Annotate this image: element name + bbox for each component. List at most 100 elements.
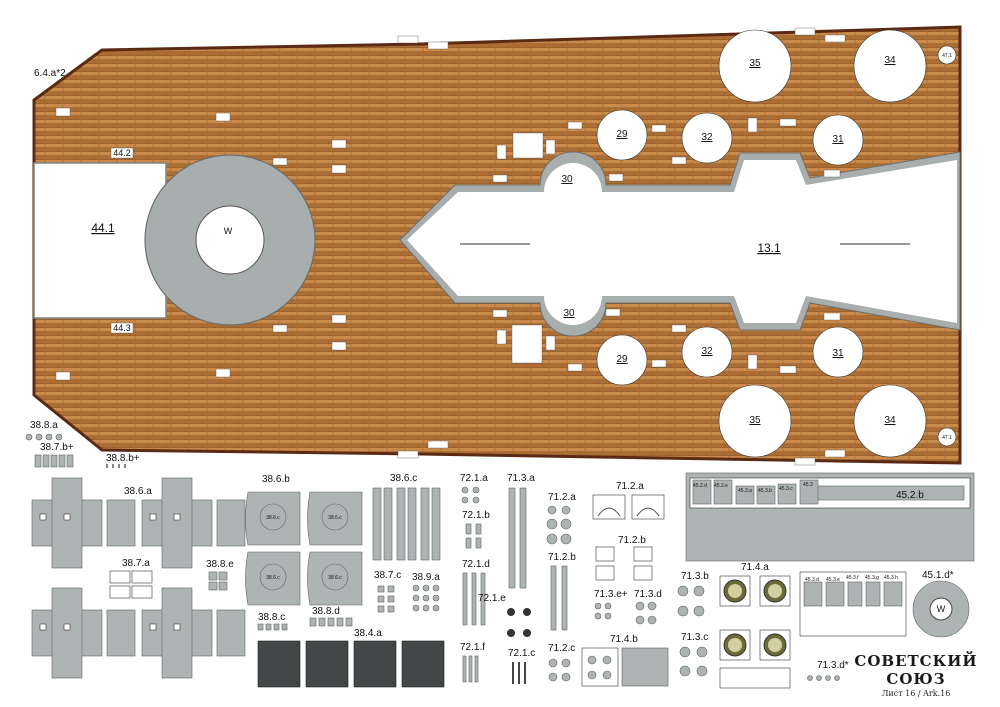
cap-label-c: 38.6.c: [266, 575, 280, 581]
svg-text:34: 34: [884, 55, 896, 66]
label-38-7-a: 38.7.a: [122, 558, 150, 569]
svg-text:35: 35: [749, 58, 761, 69]
part-72-1-a: [461, 486, 480, 504]
part-72-1-d: [462, 572, 486, 626]
disc-w-label: W: [937, 604, 946, 614]
part-71-2-b-bracket: [595, 546, 653, 581]
part-38-7-a: [109, 570, 153, 599]
label-45-3-f: 45.3.f: [846, 575, 859, 581]
label-71-3-b: 71.3.b: [681, 571, 709, 582]
part-38-6-b: [245, 491, 363, 606]
label-38-7-c: 38.7.c: [374, 570, 401, 581]
part-72-1-c: [512, 662, 526, 684]
part-71-3-a: [508, 487, 527, 589]
part-71-2-b: [550, 565, 568, 631]
svg-text:31: 31: [832, 134, 844, 145]
svg-text:35: 35: [749, 415, 761, 426]
part-71-3-e: [594, 602, 612, 620]
sheet-title: СОВЕТСКИЙ СОЮЗ: [854, 652, 978, 688]
svg-text:31: 31: [832, 348, 844, 359]
label-38-6-a: 38.6.a: [124, 486, 152, 497]
svg-text:32: 32: [701, 132, 713, 143]
label-38-6-c: 38.6.c: [390, 473, 417, 484]
part-45-1-d: [912, 580, 970, 638]
label-38-8-b: 38.8.b+: [106, 453, 140, 464]
part-38-9-a: [412, 584, 440, 612]
label-38-6-b: 38.6.b: [262, 474, 290, 485]
part-72-1-b: [465, 523, 482, 549]
label-71-2-b: 71.2.b: [548, 552, 576, 563]
part-71-3-d-star: [807, 675, 840, 681]
label-38-8-a: 38.8.a: [30, 420, 58, 431]
label-72-1-a: 72.1.a: [460, 473, 488, 484]
label-71-3-d-star: 71.3.d*: [817, 660, 849, 671]
label-71-2-b-bracket: 71.2.b: [618, 535, 646, 546]
forward-well-label: 44.1: [91, 221, 115, 235]
label-71-4-b: 71.4.b: [610, 634, 638, 645]
turret-label: W: [224, 226, 233, 236]
label-72-1-e: 72.1.e: [478, 593, 506, 604]
gun-mount-30-top-label: 30: [561, 174, 573, 185]
label-45-3-h: 45.3.h: [884, 575, 898, 581]
part-71-3-d: [635, 601, 657, 625]
part-38-7-c: [377, 585, 395, 613]
deck-side-label: 6.4.a*2: [34, 68, 66, 79]
center-well-label: 13.1: [757, 241, 781, 255]
label-45-3-d: 45.3.d: [805, 577, 819, 583]
part-38-8-d: [309, 617, 353, 627]
cap-label-d: 38.6.c: [328, 575, 342, 581]
gun-mount-openings-bottom: 35 34 29 32 31 47.1: [596, 326, 957, 458]
sheet-number: Лист 16 / Ark.16: [881, 689, 951, 698]
part-38-6-c: [372, 487, 441, 561]
label-71-2-a-bracket: 71.2.a: [616, 481, 644, 492]
part-38-7-b: [34, 454, 74, 468]
label-38-8-c: 38.8.c: [258, 612, 285, 623]
label-45-1-d: 45.1.d*: [922, 570, 954, 581]
label-38-9-a: 38.9.a: [412, 572, 440, 583]
label-45-2-d: 45.2.d: [693, 483, 707, 489]
label-45-2-b: 45.2.b: [896, 490, 924, 501]
label-72-1-c: 72.1.c: [508, 648, 535, 659]
label-38-4-a: 38.4.a: [354, 628, 382, 639]
part-71-2-a: [546, 505, 572, 545]
part-38-8-c: [257, 623, 288, 631]
svg-text:47.1: 47.1: [942, 435, 952, 441]
part-38-6-a: [31, 477, 246, 679]
label-45-3-a: 45.3.a: [738, 488, 752, 494]
label-38-7-b: 38.7.b+: [40, 442, 74, 453]
svg-text:29: 29: [616, 354, 628, 365]
label-71-3-e: 71.3.e+: [594, 589, 628, 600]
svg-text:47.1: 47.1: [942, 53, 952, 59]
label-71-3-a: 71.3.a: [507, 473, 535, 484]
label-38-8-d: 38.8.d: [312, 606, 340, 617]
label-71-2-c: 71.2.c: [548, 643, 575, 654]
part-72-1-e: [507, 608, 531, 637]
part-72-1-f: [462, 655, 479, 683]
part-38-8-b: [106, 464, 126, 468]
label-71-4-a: 71.4.a: [741, 562, 769, 573]
part-71-2-c: [548, 658, 571, 682]
deck-panel: 44.1 W 13.1 30 30 35 34 29 32 31 47.1: [32, 25, 962, 466]
part-45-2-45-3-boxes: [692, 479, 819, 505]
label-45-3-b: 45.3.b: [758, 488, 772, 494]
part-71-2-a-bracket: [592, 494, 665, 520]
part-71-3-c: [679, 646, 708, 677]
label-45-3-g: 45.3.g: [865, 575, 879, 581]
label-72-1-b: 72.1.b: [462, 510, 490, 521]
part-71-3-b: [677, 585, 705, 617]
label-45-3-e: 45.3.e: [826, 577, 840, 583]
label-45-3-c: 45.3.c: [779, 486, 793, 492]
part-44-3-label: 44.3: [113, 323, 131, 333]
part-38-4-a: [257, 640, 445, 688]
label-71-3-c: 71.3.c: [681, 632, 708, 643]
label-38-8-e: 38.8.e: [206, 559, 234, 570]
part-45-3-d-h: [799, 571, 907, 637]
sheet-title-block: СОВЕТСКИЙ СОЮЗ Лист 16 / Ark.16: [836, 652, 996, 698]
label-45-3: 45.3: [803, 482, 813, 488]
gun-mount-openings-top: 35 34 29 32 31 47.1: [596, 29, 957, 166]
label-72-1-d: 72.1.d: [462, 559, 490, 570]
svg-text:29: 29: [616, 129, 628, 140]
cap-label-b: 38.6.c: [328, 515, 342, 521]
label-71-2-a: 71.2.a: [548, 492, 576, 503]
